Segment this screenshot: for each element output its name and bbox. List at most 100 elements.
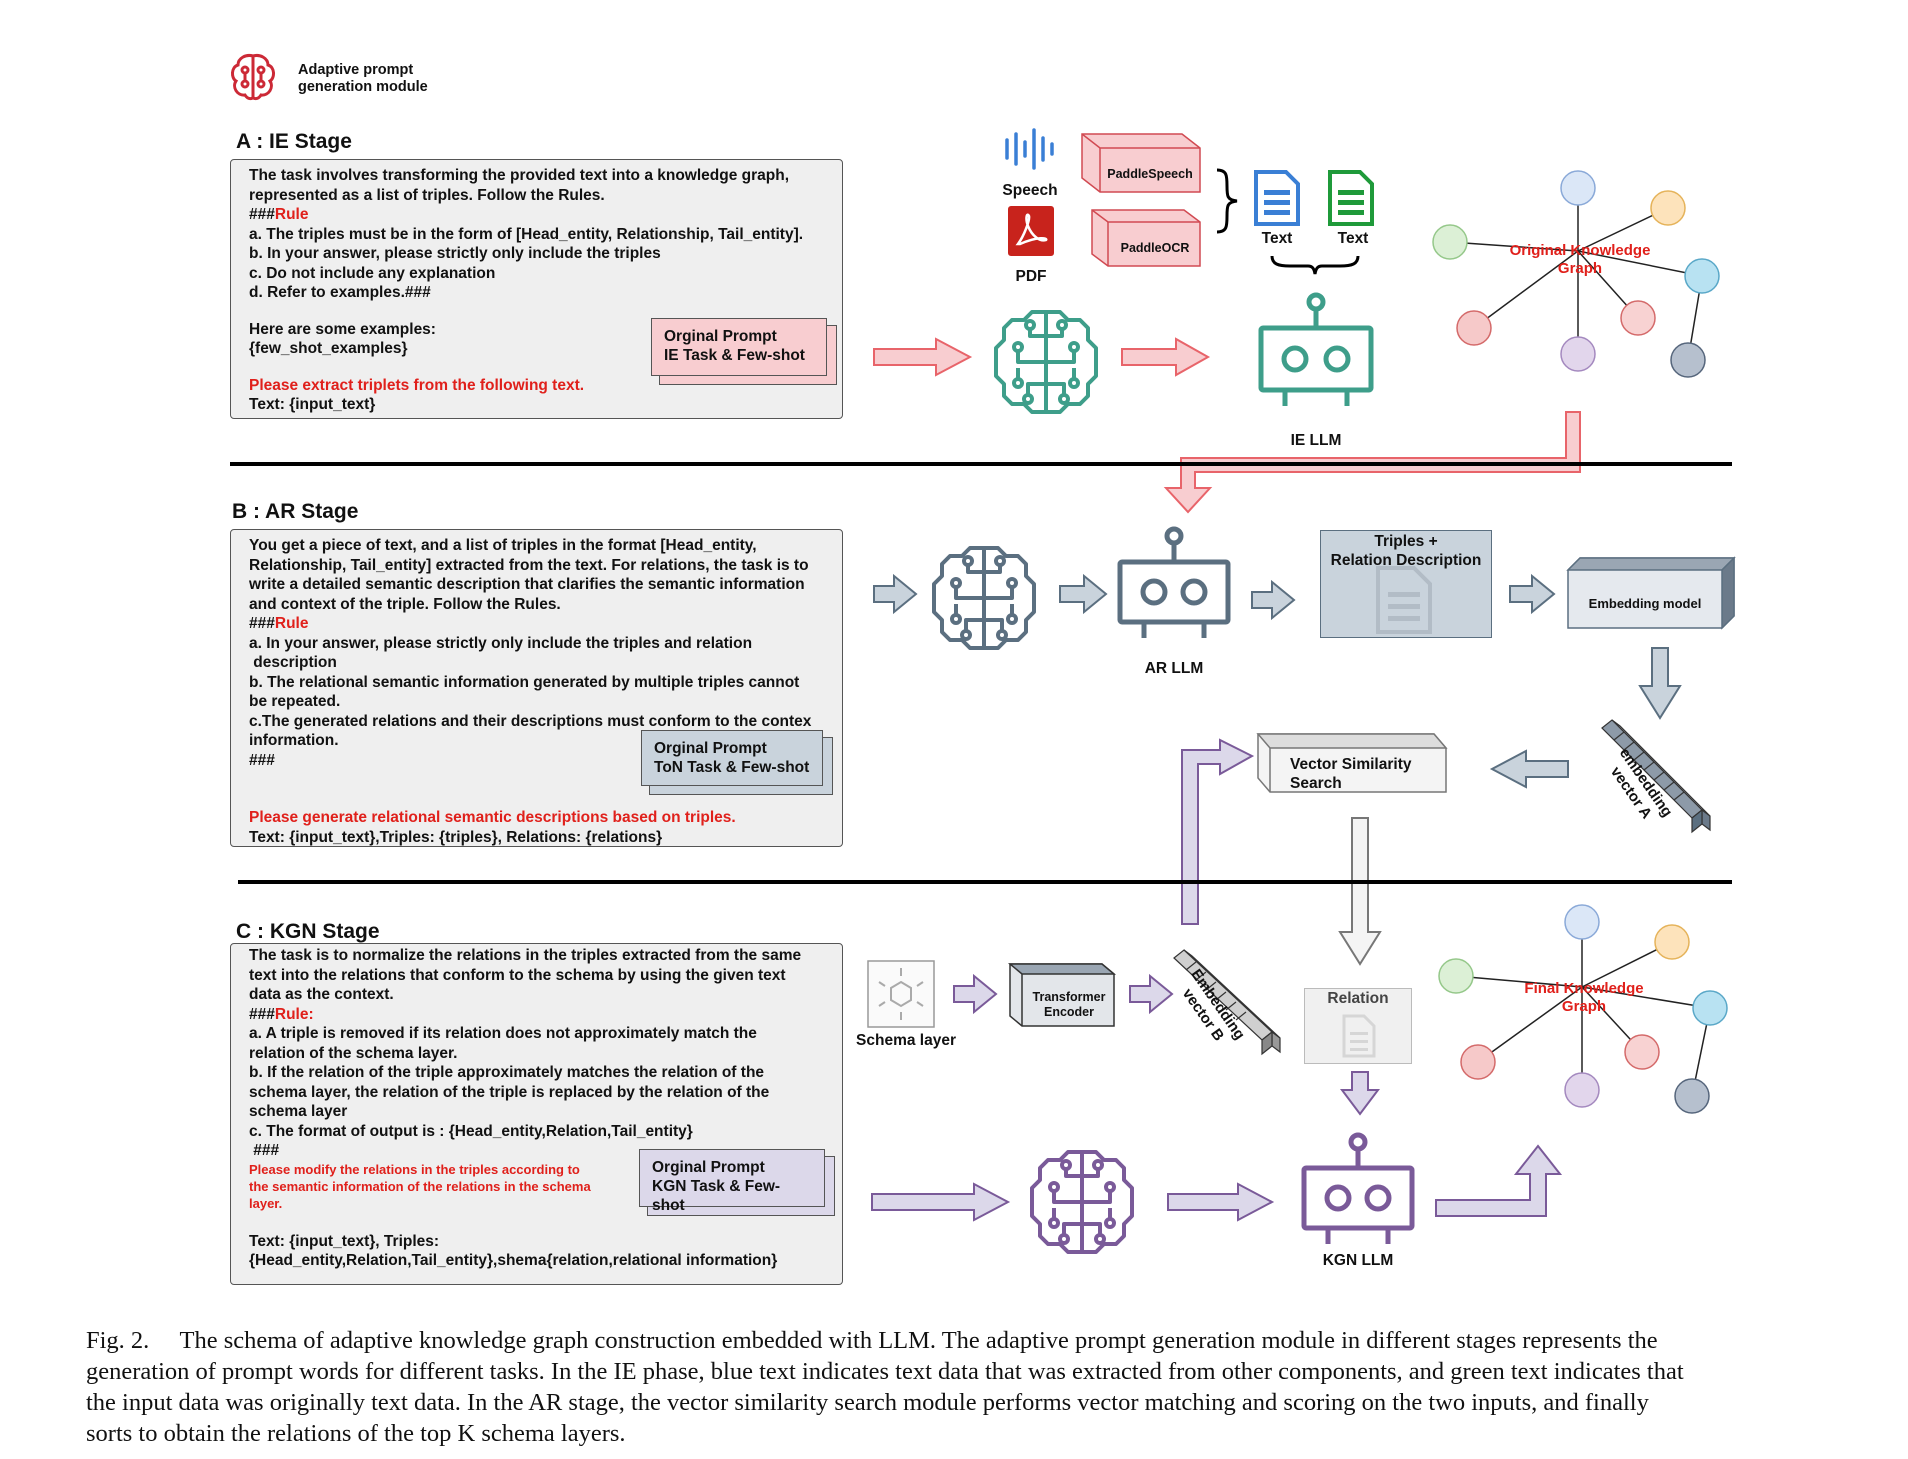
- arrow-c4: [1167, 1182, 1275, 1222]
- speech-wave-icon: [1005, 128, 1054, 170]
- caption-line: the input data was originally text data.…: [86, 1389, 1649, 1416]
- prompt-instruction: layer.: [249, 1195, 283, 1211]
- triples-description-label: Triples + Relation Description: [1330, 533, 1482, 569]
- prompt-line: c. Do not include any explanation: [249, 264, 496, 282]
- prompt-line: and context of the triple. Follow the Ru…: [249, 595, 561, 613]
- arrow-c3: [871, 1182, 1011, 1222]
- prompt-line: relation of the schema layer.: [249, 1044, 458, 1062]
- arrow-a1: [873, 337, 973, 377]
- rule-word: Rule: [274, 615, 309, 632]
- blue-doc-icon: [1254, 170, 1300, 226]
- prompt-line: description: [249, 654, 337, 671]
- embedding-vector-b: [1173, 949, 1281, 1056]
- prompt-instruction: the semantic information of the relation…: [249, 1178, 591, 1194]
- prompt-line: write a detailed semantic description th…: [249, 576, 805, 593]
- brace-right: [1216, 168, 1238, 234]
- prompt-line: Relationship, Tail_entity] extracted fro…: [249, 556, 809, 574]
- ie-llm-robot-icon: [1258, 292, 1374, 406]
- caption-line: sorts to obtain the relations of the top…: [86, 1420, 626, 1447]
- stage-b-title: B : AR Stage: [232, 500, 359, 523]
- prompt-line: b. In your answer, please strictly only …: [249, 245, 661, 262]
- prompt-line: Here are some examples:: [249, 320, 436, 338]
- prompt-line: {Head_entity,Relation,Tail_entity},shema…: [249, 1252, 778, 1269]
- stage-b-prompt-box: You get a piece of text, and a list of t…: [230, 529, 843, 847]
- prompt-line: information.: [249, 732, 339, 749]
- text-label-blue: Text: [1261, 230, 1293, 247]
- caption-line: generation of prompt words for different…: [86, 1358, 1684, 1385]
- kgn-llm-robot-icon: [1301, 1132, 1415, 1244]
- arrow-embed-down: [1638, 647, 1682, 720]
- text-label-green: Text: [1337, 230, 1369, 247]
- prompt-line: ###Rule:: [249, 1005, 314, 1023]
- module-label: Adaptive prompt generation module: [298, 62, 428, 95]
- prompt-line: c.The generated relations and their desc…: [249, 712, 812, 730]
- prompt-line: text into the relations that conform to …: [249, 966, 786, 984]
- green-doc-icon: [1328, 170, 1374, 226]
- arrow-graph-to-ar: [1163, 411, 1581, 514]
- prompt-line: be repeated.: [249, 693, 341, 710]
- prompt-line: You get a piece of text, and a list of t…: [249, 537, 757, 554]
- brace-down: [1270, 255, 1360, 275]
- final-knowledge-graph: [1438, 904, 1728, 1114]
- prompt-line: ###Rule: [249, 615, 309, 632]
- embedding-vector-a: [1601, 719, 1711, 834]
- stage-a-prompt-box: The task involves transforming the provi…: [230, 159, 843, 419]
- prompt-line: a. The triples must be in the form of [H…: [249, 225, 804, 243]
- arrow-embed-left: [1489, 749, 1569, 789]
- stage-a-brain-icon: [994, 310, 1098, 414]
- ar-llm-label: AR LLM: [1144, 660, 1204, 677]
- prompt-line: a. In your answer, please strictly only …: [249, 634, 753, 652]
- transformer-encoder-label: Transformer Encoder: [1032, 990, 1106, 1019]
- vector-search-label: Vector Similarity Search: [1290, 756, 1412, 792]
- stage-c-prompt-tag: Orginal Prompt KGN Task & Few-shot: [639, 1149, 825, 1214]
- faded-relation-doc-icon: [1342, 1014, 1376, 1058]
- arrow-c1: [953, 973, 998, 1015]
- ie-llm-label: IE LLM: [1290, 432, 1342, 449]
- prompt-instruction: Please extract triplets from the followi…: [249, 376, 585, 394]
- prompt-line: Text: {input_text}: [249, 396, 376, 413]
- relation-label: Relation: [1327, 990, 1389, 1007]
- paddle-speech-box: [1081, 133, 1201, 193]
- schema-layer-label: Schema layer: [856, 1032, 956, 1049]
- rule-word: Rule:: [274, 1005, 314, 1023]
- pdf-label: PDF: [1015, 268, 1047, 285]
- stage-b-brain-icon: [932, 546, 1036, 650]
- arrow-b4: [1509, 573, 1556, 615]
- paddle-ocr-label: PaddleOCR: [1120, 241, 1190, 255]
- ar-llm-robot-icon: [1117, 526, 1231, 638]
- arrow-b1: [873, 573, 918, 615]
- prompt-line: b. If the relation of the triple approxi…: [249, 1064, 765, 1081]
- arrow-search-to-relation: [1338, 817, 1382, 966]
- rule-word: Rule: [274, 206, 309, 223]
- divider-ab: [230, 462, 1732, 466]
- original-graph-label: Original Knowledge Graph: [1509, 242, 1651, 277]
- kgn-llm-label: KGN LLM: [1322, 1252, 1394, 1269]
- prompt-line: schema layer: [249, 1103, 348, 1120]
- prompt-instruction: Please modify the relations in the tripl…: [249, 1161, 580, 1177]
- relation-box: [1304, 988, 1412, 1064]
- module-brain-icon: [231, 54, 275, 101]
- prompt-line: ###Rule: [249, 206, 309, 223]
- final-graph-label: Final Knowledge Graph: [1524, 980, 1644, 1015]
- stage-b-prompt-tag: Orginal Prompt ToN Task & Few-shot: [641, 730, 823, 786]
- caption-line: Fig. 2. The schema of adaptive knowledge…: [86, 1327, 1658, 1354]
- stage-c-title: C : KGN Stage: [236, 920, 380, 943]
- arrow-schema-to-search: [1181, 738, 1255, 925]
- arrow-to-final-graph: [1435, 1144, 1563, 1217]
- figure-caption: Fig. 2. The schema of adaptive knowledge…: [86, 1325, 1882, 1449]
- arrow-relation-down: [1340, 1071, 1380, 1116]
- paddle-speech-label: PaddleSpeech: [1107, 167, 1193, 181]
- schema-layer-icon: [867, 960, 935, 1028]
- arrow-b2: [1059, 573, 1108, 615]
- stage-a-prompt-tag: Orginal Prompt IE Task & Few-shot: [651, 318, 827, 376]
- embedding-model-label: Embedding model: [1588, 596, 1702, 611]
- prompt-line: c. The format of output is : {Head_entit…: [249, 1122, 693, 1140]
- stage-c-prompt-box: The task is to normalize the relations i…: [230, 943, 843, 1285]
- vector-search-box: [1256, 733, 1448, 793]
- pdf-icon: [1008, 206, 1054, 256]
- prompt-line: ###: [249, 751, 275, 769]
- prompt-line: d. Refer to examples.###: [249, 284, 431, 301]
- prompt-line: Text: {input_text}, Triples:: [249, 1232, 440, 1250]
- prompt-line: a. A triple is removed if its relation d…: [249, 1025, 757, 1042]
- arrow-c2: [1129, 973, 1174, 1015]
